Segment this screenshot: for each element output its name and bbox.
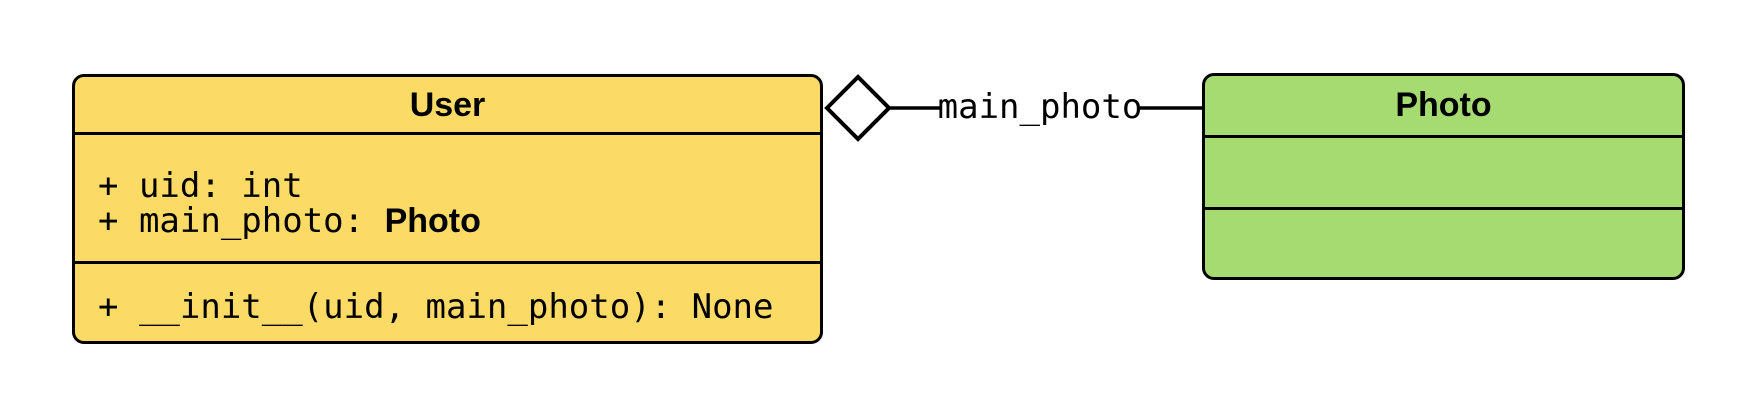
methods-compartment-user: + __init__(uid, main_photo): None <box>75 264 820 341</box>
method-init-text: + __init__(uid, main_photo): None <box>98 287 774 327</box>
aggregation-diamond-icon <box>824 74 892 142</box>
class-box-photo: Photo <box>1202 73 1685 280</box>
methods-compartment-photo <box>1205 210 1682 278</box>
attribute-uid: + uid: int <box>98 169 810 204</box>
attribute-main-photo-text: + main_photo: <box>98 201 385 241</box>
class-header-photo: Photo <box>1205 76 1682 138</box>
attributes-compartment-user: + uid: int + main_photo: Photo <box>75 135 820 264</box>
method-init: + __init__(uid, main_photo): None <box>98 290 810 325</box>
attribute-uid-text: + uid: int <box>98 166 303 206</box>
connector-label: main_photo <box>938 87 1143 127</box>
class-name-user: User <box>409 85 486 124</box>
class-box-user: User + uid: int + main_photo: Photo + __… <box>72 74 823 344</box>
class-header-user: User <box>75 77 820 135</box>
attribute-main-photo-type: Photo <box>384 202 481 240</box>
class-name-photo: Photo <box>1395 86 1492 125</box>
attributes-compartment-photo <box>1205 138 1682 210</box>
attribute-main-photo: + main_photo: Photo <box>98 204 810 239</box>
